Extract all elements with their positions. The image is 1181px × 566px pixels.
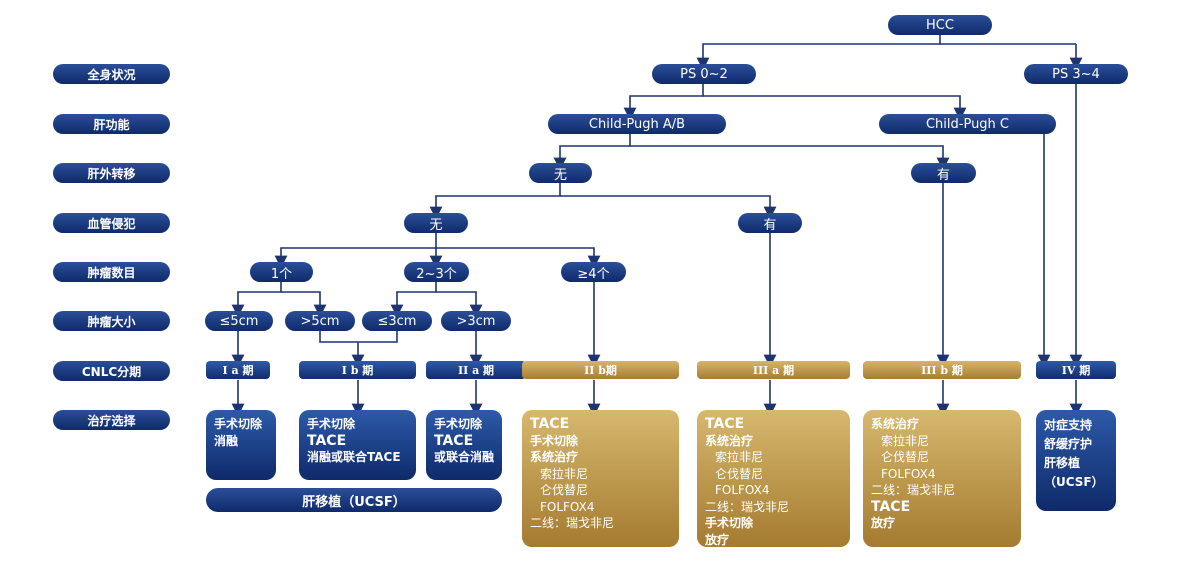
- node-tumor-count-2-3: 2~3个: [404, 262, 469, 282]
- connector: [623, 84, 704, 121]
- node-tumor-count-4plus: ≥4个: [561, 262, 626, 282]
- treatment-line: 手术切除: [214, 417, 263, 431]
- treatment-iiib: 系统治疗 索拉非尼 仑伐替尼 FOLFOX4 二线：瑞戈非尼 TACE 放疗: [863, 410, 1021, 547]
- node-size-le-3cm: ≤3cm: [362, 311, 432, 331]
- node-extrahepatic-yes: 有: [911, 163, 976, 183]
- drug-line: FOLFOX4: [881, 466, 936, 481]
- row-label-treatment: 治疗选择: [53, 410, 170, 430]
- drug-line: 仑伐替尼: [715, 466, 764, 481]
- node-ps-3-4: PS 3~4: [1024, 64, 1128, 84]
- row-label-liver-function: 肝功能: [53, 114, 170, 134]
- treatment-iia: 手术切除 TACE 或联合消融: [426, 410, 502, 480]
- treatment-iv: 对症支持 舒缓疗护 肝移植 （UCSF）: [1036, 410, 1116, 511]
- stage-ia: I a 期: [206, 361, 270, 379]
- treatment-line: 或联合消融: [434, 450, 495, 464]
- treatment-line: 对症支持: [1044, 418, 1093, 432]
- node-tumor-count-1: 1个: [250, 262, 313, 282]
- treatment-ib: 手术切除 TACE 消融或联合TACE: [299, 410, 416, 480]
- drug-line: 二线：瑞戈非尼: [871, 483, 956, 497]
- node-hcc: HCC: [888, 15, 992, 35]
- row-label-tumor-number: 肿瘤数目: [53, 262, 170, 282]
- treatment-line: TACE: [434, 432, 474, 449]
- drug-line: 二线：瑞戈非尼: [530, 516, 615, 530]
- node-vascular-yes: 有: [738, 213, 802, 233]
- treatment-line: 手术切除: [530, 433, 579, 448]
- node-size-gt-5cm: >5cm: [285, 311, 355, 331]
- stage-ib: I b 期: [299, 361, 416, 379]
- stage-iv: IV 期: [1036, 361, 1116, 379]
- treatment-line: 消融: [214, 433, 239, 448]
- treatment-line: 手术切除: [434, 417, 483, 431]
- connector: [319, 331, 398, 343]
- treatment-line: 手术切除: [705, 516, 754, 530]
- drug-line: 仑伐替尼: [540, 483, 589, 497]
- treatment-iib: TACE 手术切除 系统治疗 索拉非尼 仑伐替尼 FOLFOX4 二线：瑞戈非尼: [522, 410, 679, 547]
- row-label-vascular-invasion: 血管侵犯: [53, 213, 170, 233]
- connector: [436, 291, 483, 318]
- treatment-line: 系统治疗: [871, 417, 920, 431]
- treatment-line: 舒缓疗护: [1044, 437, 1093, 451]
- node-ps-0-2: PS 0~2: [652, 64, 756, 84]
- drug-line: 索拉非尼: [881, 433, 930, 448]
- treatment-line: 消融或联合TACE: [307, 450, 401, 464]
- treatment-ia: 手术切除 消融: [206, 410, 276, 480]
- connector: [553, 134, 631, 171]
- drug-line: FOLFOX4: [540, 499, 595, 514]
- connector: [429, 183, 561, 220]
- treatment-line: （UCSF）: [1044, 475, 1104, 489]
- connector: [703, 95, 967, 121]
- treatment-line: 放疗: [871, 516, 896, 530]
- connector: [560, 195, 777, 220]
- treatment-line: 肝移植: [1044, 456, 1081, 470]
- connector: [436, 247, 601, 269]
- node-extrahepatic-no: 无: [529, 163, 592, 183]
- treatment-iiia: TACE 系统治疗 索拉非尼 仑伐替尼 FOLFOX4 二线：瑞戈非尼 手术切除…: [697, 410, 850, 547]
- treatment-line: 系统治疗: [530, 450, 579, 464]
- connector: [390, 282, 437, 318]
- treatment-line: 放疗: [705, 532, 730, 547]
- drug-line: 索拉非尼: [715, 450, 764, 464]
- treatment-line: 系统治疗: [705, 433, 754, 448]
- treatment-line: TACE: [307, 432, 347, 449]
- treatment-line: TACE: [530, 416, 570, 432]
- stage-iia: II a 期: [426, 361, 526, 379]
- connector: [696, 34, 941, 71]
- node-vascular-no: 无: [404, 213, 468, 233]
- treatment-transplant-bar: 肝移植（UCSF）: [206, 488, 502, 512]
- drug-line: FOLFOX4: [715, 483, 770, 497]
- connector: [630, 145, 950, 171]
- stage-iiib: III b 期: [863, 361, 1021, 379]
- row-label-cnlc-stage: CNLC分期: [53, 361, 170, 381]
- row-label-general-status: 全身状况: [53, 64, 170, 84]
- node-size-gt-3cm: >3cm: [441, 311, 511, 331]
- drug-line: 二线：瑞戈非尼: [705, 499, 790, 514]
- connector: [274, 233, 437, 269]
- drug-line: 仑伐替尼: [881, 450, 930, 464]
- node-size-le-5cm: ≤5cm: [205, 311, 273, 331]
- connector: [231, 282, 282, 318]
- treatment-line: 手术切除: [307, 417, 356, 431]
- stage-iib: II b期: [522, 361, 679, 379]
- drug-line: 索拉非尼: [540, 466, 589, 481]
- row-label-extrahepatic-metastasis: 肝外转移: [53, 163, 170, 183]
- node-child-pugh-ab: Child-Pugh A/B: [548, 114, 726, 134]
- treatment-line: TACE: [705, 416, 745, 432]
- row-label-tumor-size: 肿瘤大小: [53, 311, 170, 331]
- connector: [281, 291, 327, 318]
- treatment-line: TACE: [871, 498, 911, 515]
- stage-iiia: III a 期: [697, 361, 850, 379]
- node-child-pugh-c: Child-Pugh C: [879, 114, 1056, 134]
